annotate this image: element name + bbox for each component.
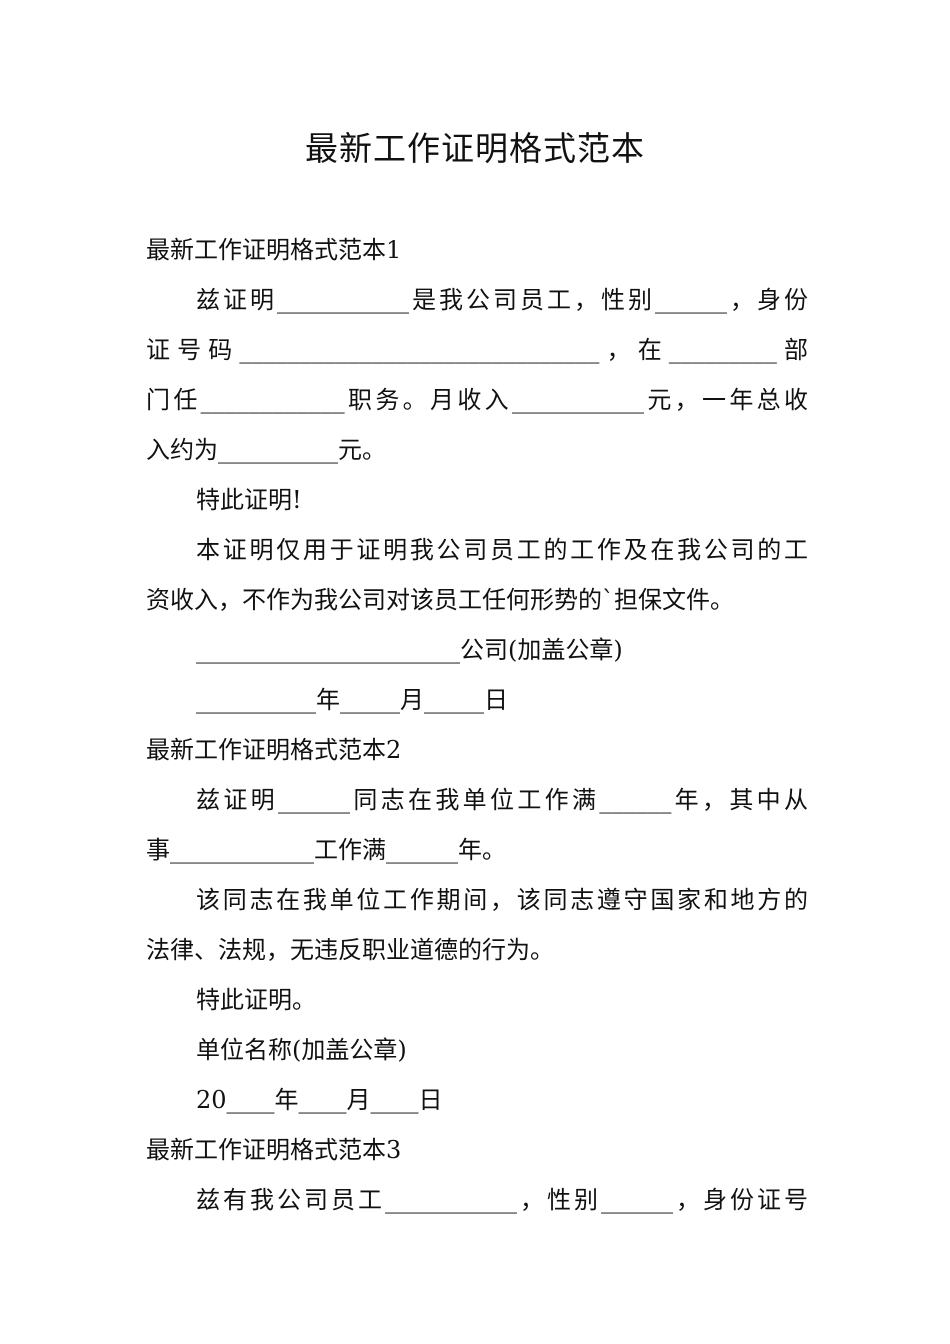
paragraph-line: 本证明仅用于证明我公司员工的工作及在我公司的工 — [196, 536, 808, 564]
date-line: 20____年____月____日 — [196, 1086, 443, 1114]
paragraph-line: 特此证明。 — [196, 986, 316, 1014]
document-title: 最新工作证明格式范本 — [305, 129, 645, 168]
paragraph-line: 兹有我公司员工___________，性别______，身份证号 — [196, 1186, 808, 1214]
paragraph-line: 证号码______________________________，在_____… — [146, 336, 808, 364]
paragraph-line: 资收入，不作为我公司对该员工任何形势的`担保文件。 — [146, 586, 734, 614]
paragraph-line: 特此证明! — [196, 486, 302, 514]
section-heading-1: 最新工作证明格式范本1 — [146, 236, 402, 264]
paragraph-line: 兹证明___________是我公司员工，性别______，身份 — [196, 286, 808, 314]
paragraph-line: 门任____________职务。月收入___________元，一年总收 — [146, 386, 808, 414]
paragraph-line: 事____________工作满______年。 — [146, 836, 506, 864]
paragraph-line: 法律、法规，无违反职业道德的行为。 — [146, 936, 554, 964]
paragraph-line: 兹证明______同志在我单位工作满______年，其中从 — [196, 786, 808, 814]
signature-line: ______________________公司(加盖公章) — [196, 636, 623, 664]
paragraph-line: 入约为__________元。 — [146, 436, 386, 464]
section-heading-3: 最新工作证明格式范本3 — [146, 1136, 402, 1164]
paragraph-line: 该同志在我单位工作期间，该同志遵守国家和地方的 — [196, 886, 808, 914]
date-line: __________年_____月_____日 — [196, 686, 508, 714]
section-heading-2: 最新工作证明格式范本2 — [146, 736, 402, 764]
signature-line: 单位名称(加盖公章) — [196, 1036, 407, 1064]
